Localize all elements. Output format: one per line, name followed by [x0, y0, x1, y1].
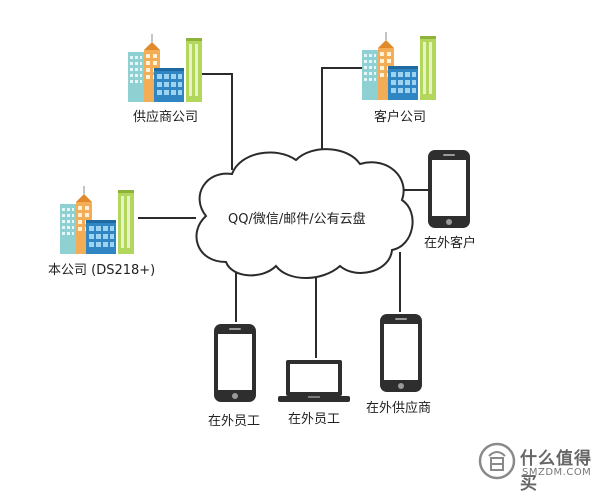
remote-client-label: 在外客户 [424, 236, 477, 251]
remote-employee-phone-icon [214, 324, 256, 402]
cloud-label: QQ/微信/邮件/公有云盘 [228, 212, 366, 227]
remote-supplier-phone-icon [380, 314, 422, 392]
remote-employee-laptop-label: 在外员工 [288, 412, 341, 427]
remote-supplier-label: 在外供应商 [366, 401, 432, 416]
own-company-label: 本公司 (DS218+) [48, 263, 156, 278]
remote-client-phone-icon [428, 150, 470, 228]
watermark: 什么值得买 SMZDM.COM [478, 440, 600, 494]
line-supplier [198, 73, 233, 170]
remote-employee-laptop-icon [278, 360, 350, 402]
remote-employee-phone-label: 在外员工 [208, 414, 261, 429]
supplier-company-label: 供应商公司 [133, 110, 199, 125]
own-company-building-icon [59, 185, 135, 255]
cloud-shape [195, 148, 414, 279]
watermark-text-en: SMZDM.COM [522, 467, 592, 478]
smzdm-logo-icon [478, 442, 516, 480]
client-company-label: 客户公司 [374, 110, 427, 125]
client-company-building-icon [361, 31, 437, 101]
supplier-company-building-icon [127, 33, 203, 103]
